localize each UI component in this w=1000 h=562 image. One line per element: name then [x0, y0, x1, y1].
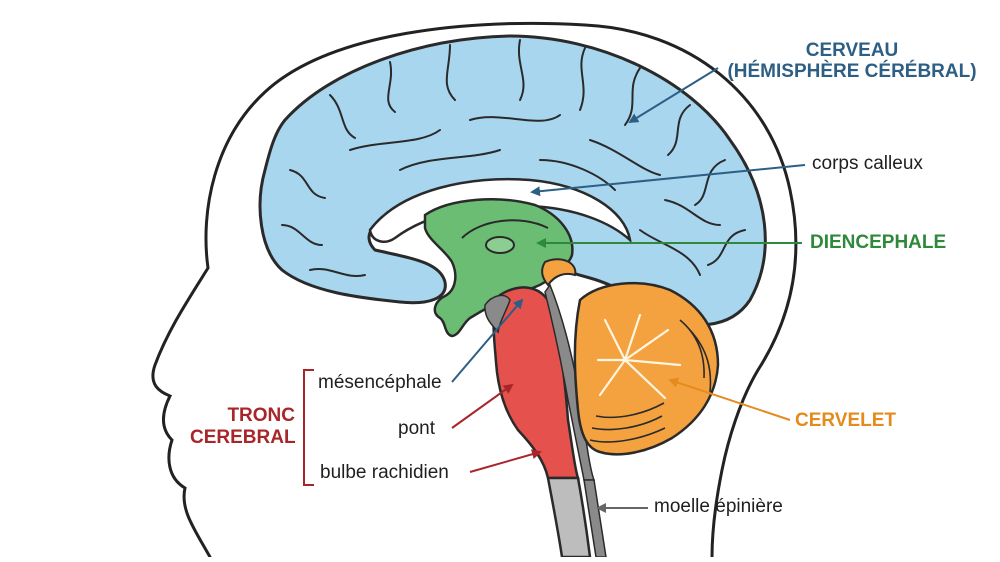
label-corps-calleux: corps calleux [812, 153, 923, 174]
head-back-outline [583, 23, 798, 559]
label-tronc-line2: CEREBRAL [190, 426, 296, 448]
pont-arrow [451, 383, 514, 429]
corps-calleux-arrow [530, 164, 806, 197]
thalamus-fold [461, 219, 549, 239]
label-tronc-cerebral: TRONC CEREBRAL [190, 405, 296, 449]
aqueduct-shape [484, 294, 511, 334]
tronc-bracket [303, 369, 314, 486]
diencephalon-shape [423, 198, 574, 338]
gyri-lines [281, 39, 746, 278]
label-cervelet: CERVELET [795, 410, 897, 431]
label-cerveau-line1: CERVEAU [805, 40, 899, 61]
spinal-cord-shape [546, 476, 592, 559]
label-mesencephale: mésencéphale [318, 372, 442, 393]
mesencephale-arrow [451, 298, 524, 383]
label-pont: pont [398, 418, 435, 439]
label-moelle-epiniere: moelle épinière [654, 496, 783, 517]
cerveau-arrow [628, 67, 719, 124]
cerebellum-folia [589, 319, 712, 443]
thalamus-oval [485, 236, 515, 254]
label-cerveau-line2: (HÉMISPHÈRE CÉRÉBRAL) [727, 61, 977, 83]
label-tronc-line1: TRONC [227, 405, 295, 426]
label-bulbe-rachidien: bulbe rachidien [320, 462, 449, 483]
bulbe-arrow [469, 449, 542, 473]
cervelet-arrow [668, 377, 791, 421]
cerebellum-shape [573, 281, 720, 456]
corpus-callosum-space [368, 177, 632, 244]
label-diencephale: DIENCEPHALE [810, 232, 947, 253]
head-outline-icon [151, 21, 587, 559]
label-cerveau: CERVEAU (HÉMISPHÈRE CÉRÉBRAL) [722, 40, 982, 83]
pineal-shape [541, 258, 577, 287]
arbor-vitae [596, 313, 682, 400]
